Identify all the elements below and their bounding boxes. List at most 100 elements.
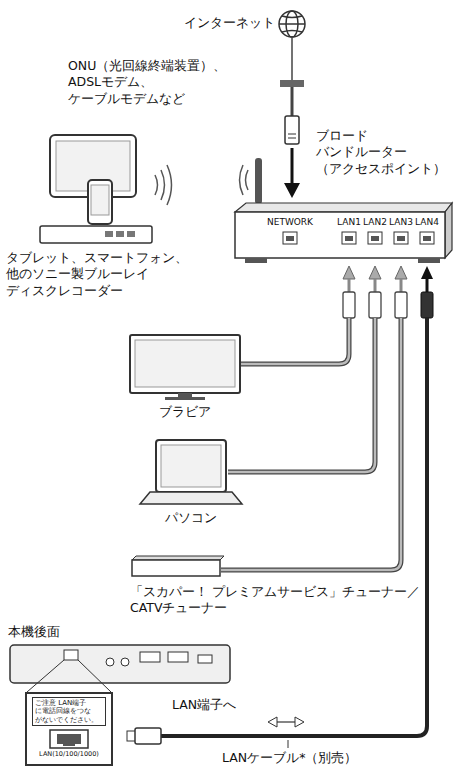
lan-port	[397, 236, 405, 241]
tablet-phone-recorder	[167, 165, 172, 205]
onu-device	[280, 80, 304, 87]
text-line: ケーブルモデムなど	[68, 91, 226, 107]
lan-cable	[241, 318, 349, 364]
recorder-rear	[10, 645, 230, 692]
text-line: ブロード	[316, 128, 446, 144]
tablet-phone-recorder	[116, 231, 124, 237]
tv-set	[165, 397, 205, 400]
text-line: バンドルーター	[316, 144, 446, 160]
port-spec-text: LAN(10/100/1000)	[39, 751, 99, 759]
recorder-rear	[106, 658, 114, 666]
lan-cable	[221, 318, 401, 570]
tablet-phone-recorder	[91, 185, 109, 215]
text-line: 「スカパー！ プレミアムサービス」チューナー／	[130, 584, 420, 600]
router-body	[418, 258, 440, 263]
router-body	[235, 212, 445, 258]
lan-cable	[343, 292, 407, 318]
tablet-phone-recorder	[161, 170, 165, 200]
port-label: LAN4	[415, 218, 439, 228]
lan-cable	[135, 728, 161, 744]
onu-device	[291, 87, 294, 116]
router-body	[255, 158, 262, 204]
lan-port	[368, 232, 382, 244]
router-body	[445, 203, 452, 258]
tv-set	[135, 340, 235, 387]
lan-cable	[395, 266, 407, 279]
laptop-pc	[140, 440, 242, 504]
lan-port-icon	[49, 729, 89, 749]
port-label: NETWORK	[267, 218, 313, 228]
lan-cable	[221, 318, 401, 570]
recorder-rear	[10, 645, 230, 683]
recorder-rear	[168, 652, 188, 662]
router-body	[240, 165, 244, 195]
port-label: LAN3	[389, 218, 413, 228]
caption-label: パソコン	[165, 510, 217, 526]
tv-set	[178, 393, 192, 397]
onu-device	[291, 37, 293, 80]
lan-cable	[221, 318, 401, 570]
lan-port	[420, 232, 434, 244]
text-line: ご注意 LAN端子	[35, 699, 103, 707]
port-label: LAN2	[363, 218, 387, 228]
lan-cable	[395, 292, 407, 318]
lan-port	[342, 232, 356, 244]
lan-cable	[369, 266, 381, 279]
lan-port-icon	[50, 730, 88, 748]
recorder-rear	[78, 660, 111, 692]
router-body	[235, 158, 452, 263]
text-line: CATVチューナー	[130, 600, 420, 616]
recorder-rear	[64, 650, 78, 660]
tablet-phone-recorder	[127, 231, 135, 237]
globe-icon	[282, 31, 302, 33]
router-box: NETWORKLAN1LAN2LAN3LAN4	[235, 212, 445, 258]
lan-cable	[295, 717, 304, 727]
text-line: ディスクレコーダー	[6, 283, 188, 299]
lan-cable	[349, 278, 401, 292]
lan-cable	[343, 266, 407, 279]
tuner-box	[132, 560, 220, 576]
caption-label: インターネット	[184, 15, 275, 31]
lan-port	[423, 236, 431, 241]
laptop-pc	[156, 440, 226, 492]
recorder-rear	[121, 658, 129, 666]
text-line: ADSLモデム、	[68, 74, 226, 90]
lan-port	[283, 232, 297, 244]
tablet-phone-recorder	[155, 175, 158, 195]
lan-cable	[369, 292, 381, 318]
laptop-pc	[161, 445, 221, 487]
lan-port	[286, 236, 431, 241]
tablet-phone-recorder	[40, 226, 152, 243]
text-line: ONU（光回線終端装置）、	[68, 58, 226, 74]
text-line: がないでください。	[35, 716, 103, 724]
globe-icon	[279, 11, 305, 37]
lan-cable	[400, 278, 403, 292]
onu-device	[288, 138, 296, 139]
lan-port	[371, 236, 379, 241]
lan-cable	[288, 740, 289, 748]
tv-set	[130, 335, 240, 400]
text-line: 他のソニー製ブルーレイ	[6, 266, 188, 282]
warning-text: ご注意 LAN端子 に電話回線をつな がないでください。	[35, 699, 103, 724]
onu-device	[291, 148, 294, 185]
recorder-rear	[27, 660, 64, 692]
globe-icon	[279, 23, 305, 25]
lan-cable	[374, 278, 377, 292]
lan-port	[345, 236, 353, 241]
caption-label: LAN端子へ	[172, 697, 236, 713]
caption-label: ブロード バンドルーター （アクセスポイント）	[316, 128, 446, 177]
tablet-phone-recorder	[40, 135, 172, 243]
tablet-phone-recorder	[105, 231, 113, 237]
recorder-rear	[198, 655, 212, 663]
onu-device	[288, 134, 296, 135]
warning-label: ご注意 LAN端子 に電話回線をつな がないでください。	[32, 697, 106, 726]
lan-port	[394, 232, 408, 244]
tv-set	[130, 335, 240, 393]
lan-cable	[241, 318, 349, 364]
globe-icon	[279, 11, 305, 37]
lan-cable	[221, 318, 401, 570]
lan-port	[283, 232, 434, 244]
lan-cable	[426, 278, 429, 292]
text-line: に電話回線をつな	[35, 707, 103, 715]
